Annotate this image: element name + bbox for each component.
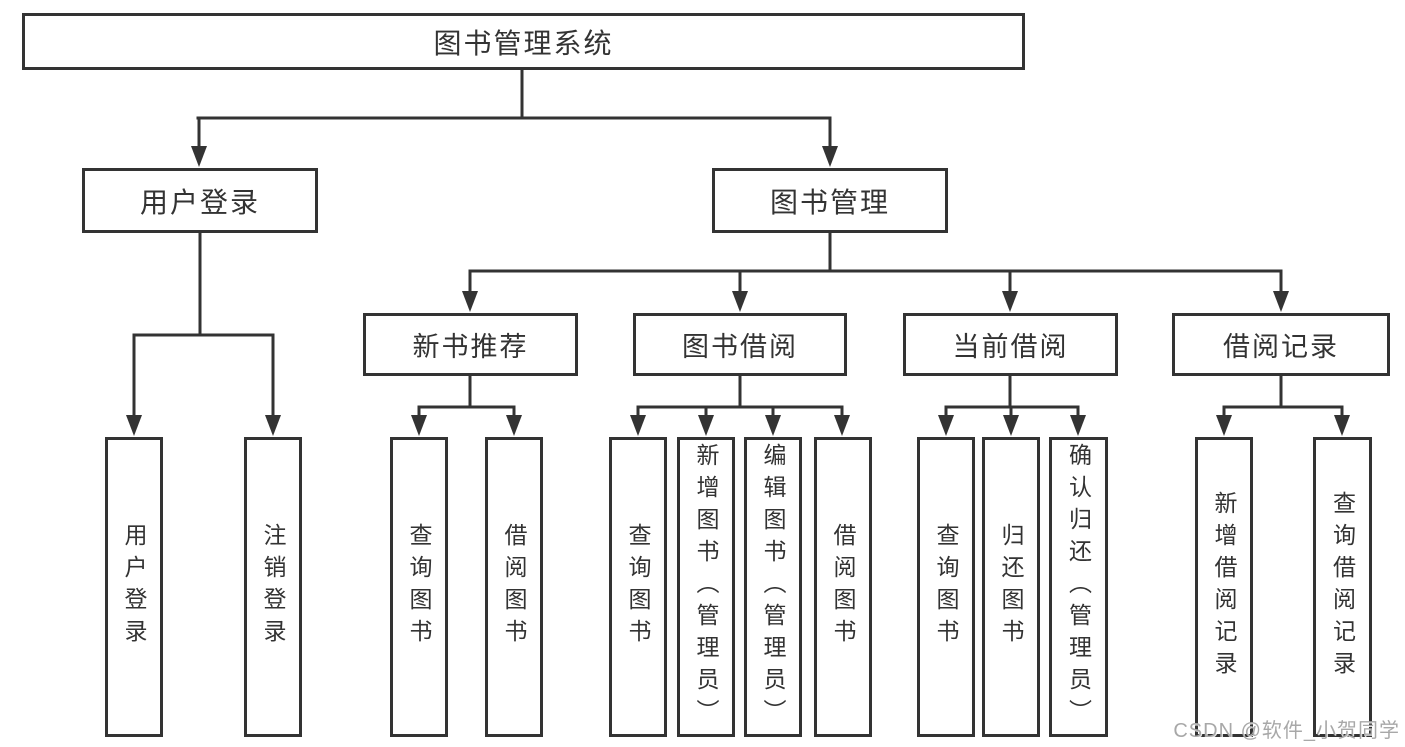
leaf-borrow-add-book-admin: 新增图书（管理员） [677,437,735,737]
node-new-book-recommend-label: 新书推荐 [412,332,529,362]
leaf-borrow-borrow-book-label: 借阅图书 [830,523,856,651]
leaf-borrow-query-book-label: 查询图书 [625,523,651,651]
csdn-watermark: CSDN @软件_小贺同学 [1173,720,1400,742]
leaf-logout-label: 注销登录 [260,523,286,651]
leaf-current-return-book-label: 归还图书 [998,523,1024,651]
leaf-recommend-borrow-book: 借阅图书 [485,437,543,737]
leaf-user-login-label: 用户登录 [121,523,147,651]
arrowhead-leaf-user-login [126,415,142,436]
leaf-recommend-borrow-book-label: 借阅图书 [501,523,527,651]
leaf-record-add-borrow-record: 新增借阅记录 [1195,437,1253,737]
node-borrow-record-label: 借阅记录 [1223,332,1339,362]
leaf-borrow-edit-book-admin-label: 编辑图书（管理员） [760,443,786,731]
node-current-borrow-label: 当前借阅 [952,332,1069,362]
node-current-borrow: 当前借阅 [903,313,1118,376]
arrowhead-leaf-borrow-edit [765,415,781,436]
arrowhead-current-borrow [1002,291,1018,312]
arrowhead-leaf-current-return [1003,415,1019,436]
arrowhead-leaf-borrow-borrow [834,415,850,436]
node-user-login: 用户登录 [82,168,318,233]
leaf-borrow-borrow-book: 借阅图书 [814,437,872,737]
node-library-management-system: 图书管理系统 [22,13,1025,70]
leaf-recommend-query-book: 查询图书 [390,437,448,737]
arrowhead-book-management [822,146,838,167]
node-book-management: 图书管理 [712,168,948,233]
leaf-current-confirm-return-admin-label: 确认归还（管理员） [1065,443,1092,731]
connector-borrow-record-children [1222,374,1344,420]
connector-current-borrow-children [944,374,1080,420]
node-borrow-record: 借阅记录 [1172,313,1390,376]
connector-book-borrow-children [636,374,844,420]
arrowhead-leaf-record-add [1216,415,1232,436]
leaf-recommend-query-book-label: 查询图书 [406,523,432,651]
node-book-borrow: 图书借阅 [633,313,847,376]
leaf-borrow-edit-book-admin: 编辑图书（管理员） [744,437,802,737]
arrowhead-leaf-recommend-query [411,415,427,436]
arrowhead-borrow-record [1273,291,1289,312]
arrowhead-leaf-current-query [938,415,954,436]
leaf-record-query-borrow-record: 查询借阅记录 [1313,437,1372,737]
connector-root-to-level2 [196,67,832,152]
arrowhead-leaf-recommend-borrow [506,415,522,436]
arrowhead-new-book-recommend [462,291,478,312]
node-book-borrow-label: 图书借阅 [682,332,798,362]
arrowhead-leaf-borrow-add [698,415,714,436]
arrowhead-leaf-borrow-query [630,415,646,436]
leaf-current-return-book: 归还图书 [982,437,1040,737]
leaf-record-query-borrow-record-label: 查询借阅记录 [1329,491,1356,683]
arrowhead-leaf-current-confirm [1070,415,1086,436]
leaf-current-query-book: 查询图书 [917,437,975,737]
arrowhead-user-login [191,146,207,167]
connector-book-management-to-level3 [468,231,1283,296]
leaf-user-login: 用户登录 [105,437,163,737]
connector-user-login-children [132,231,275,420]
arrowhead-leaf-record-query [1334,415,1350,436]
leaf-borrow-query-book: 查询图书 [609,437,667,737]
node-new-book-recommend: 新书推荐 [363,313,578,376]
leaf-logout: 注销登录 [244,437,302,737]
node-library-management-system-label: 图书管理系统 [433,27,614,59]
arrowhead-leaf-logout [265,415,281,436]
leaf-record-add-borrow-record-label: 新增借阅记录 [1211,491,1237,683]
node-user-login-label: 用户登录 [139,186,260,218]
leaf-current-query-book-label: 查询图书 [933,523,959,651]
arrowhead-book-borrow [732,291,748,312]
leaf-current-confirm-return-admin: 确认归还（管理员） [1049,437,1108,737]
leaf-borrow-add-book-admin-label: 新增图书（管理员） [693,443,719,731]
node-book-management-label: 图书管理 [769,186,890,218]
connector-new-book-recommend-children [417,374,516,420]
